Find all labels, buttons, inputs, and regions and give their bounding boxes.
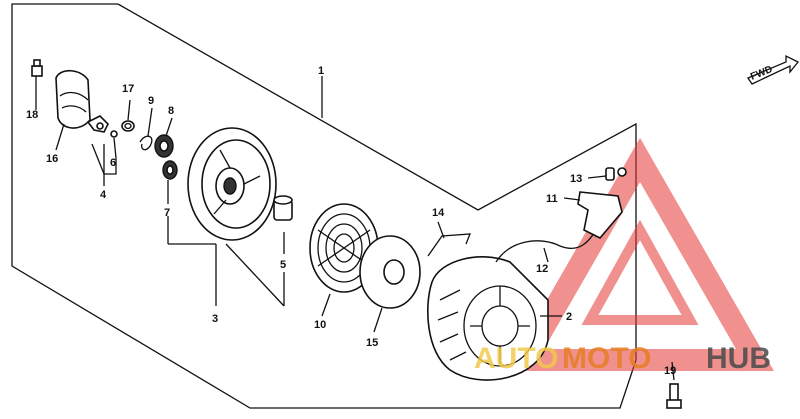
forward-arrow-icon: FWD xyxy=(747,54,800,85)
part-16-starter-cover xyxy=(55,69,91,129)
leader-lines xyxy=(35,76,675,381)
callout-2: 2 xyxy=(566,311,572,323)
callout-4: 4 xyxy=(100,189,107,201)
part-9-spring xyxy=(139,135,153,151)
callout-17: 17 xyxy=(122,83,134,95)
watermark-auto: AUTO xyxy=(474,342,558,375)
callout-9: 9 xyxy=(148,95,154,107)
part-11-handle xyxy=(577,191,623,239)
part-5-bushing xyxy=(273,195,293,221)
callout-18: 18 xyxy=(26,109,38,121)
callout-3: 3 xyxy=(212,313,218,325)
callout-8: 8 xyxy=(168,105,174,117)
callout-5: 5 xyxy=(280,259,286,271)
callout-13: 13 xyxy=(570,173,582,185)
callout-10: 10 xyxy=(314,319,326,331)
callout-14: 14 xyxy=(432,207,445,219)
callout-7: 7 xyxy=(164,207,170,219)
watermark-text: AUTO MOTO HUB xyxy=(474,342,771,375)
watermark-hub: HUB xyxy=(706,342,771,375)
part-17-nut xyxy=(121,120,135,132)
callout-12: 12 xyxy=(536,263,548,275)
part-13-fastener xyxy=(605,167,627,181)
callout-1: 1 xyxy=(318,65,324,77)
callout-11: 11 xyxy=(546,193,558,205)
part-14-clip xyxy=(427,233,471,257)
callout-19: 19 xyxy=(664,365,676,377)
callout-16: 16 xyxy=(46,153,58,165)
part-2-starter-case xyxy=(427,256,549,381)
part-7-ring xyxy=(162,160,178,180)
part-8-washer xyxy=(154,134,174,158)
part-12-rope xyxy=(495,229,597,263)
part-3-starter-pulley xyxy=(187,127,277,241)
callout-15: 15 xyxy=(366,337,378,349)
part-18-bolt xyxy=(31,59,43,77)
part-4-pawl xyxy=(86,115,118,138)
callouts: 1 2 3 4 5 6 7 8 9 10 11 12 13 14 15 16 1… xyxy=(26,65,676,377)
part-19-bolt xyxy=(666,383,682,409)
watermark-moto: MOTO xyxy=(562,342,651,375)
part-15-plate xyxy=(359,235,421,309)
assembly-boundary xyxy=(11,3,637,409)
watermark-logo xyxy=(505,137,775,371)
callout-6: 6 xyxy=(110,157,116,169)
